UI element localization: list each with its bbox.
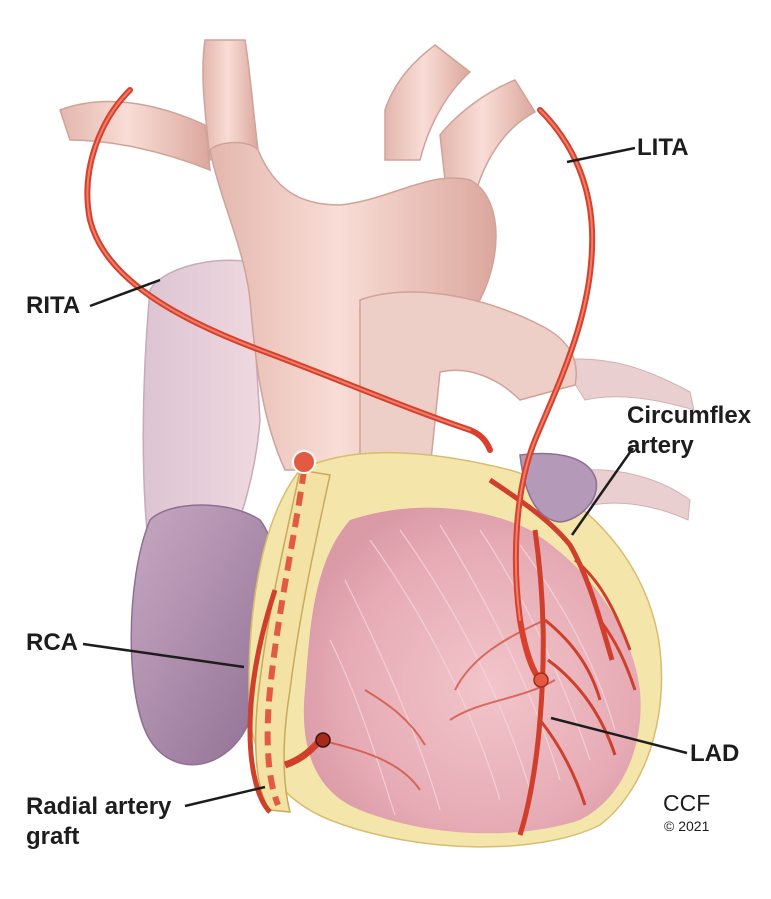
lad-branches bbox=[538, 618, 617, 806]
label-rita: RITA bbox=[26, 292, 81, 319]
coronary-branches bbox=[319, 619, 556, 791]
leader-lad bbox=[550, 716, 688, 755]
radial-artery-graft bbox=[264, 469, 307, 807]
leader-rita bbox=[89, 278, 161, 308]
leader-lita bbox=[566, 146, 636, 164]
label-rca: RCA bbox=[26, 629, 78, 656]
leader-radial bbox=[184, 785, 266, 808]
circumflex-branches bbox=[574, 558, 637, 691]
pulmonary-artery bbox=[359, 291, 577, 471]
distal-anastomosis bbox=[315, 732, 331, 748]
rca-vessel bbox=[247, 589, 278, 814]
label-circumflex-line2: artery bbox=[627, 432, 694, 459]
left-atrial-appendage bbox=[519, 452, 598, 523]
aorta bbox=[209, 141, 497, 471]
leader-lines bbox=[82, 146, 688, 808]
label-radial-line2: graft bbox=[26, 823, 80, 850]
label-radial-line1: Radial artery bbox=[26, 793, 172, 820]
label-lad: LAD bbox=[690, 740, 740, 767]
muscle-striations bbox=[329, 524, 616, 816]
label-lita: LITA bbox=[637, 134, 689, 161]
lita-lad-anastomosis bbox=[533, 672, 549, 688]
proximal-anastomosis bbox=[292, 450, 316, 474]
pulmonary-veins bbox=[559, 358, 695, 521]
leader-rca bbox=[82, 642, 245, 669]
lad-vessel bbox=[517, 529, 546, 836]
heart-muscle bbox=[303, 507, 641, 834]
aortic-branches bbox=[59, 39, 537, 186]
credit-copyright: © 2021 bbox=[664, 818, 710, 834]
leader-circumflex bbox=[570, 447, 635, 536]
credit-org: CCF bbox=[663, 790, 711, 816]
label-circumflex-line1: Circumflex bbox=[627, 402, 752, 429]
